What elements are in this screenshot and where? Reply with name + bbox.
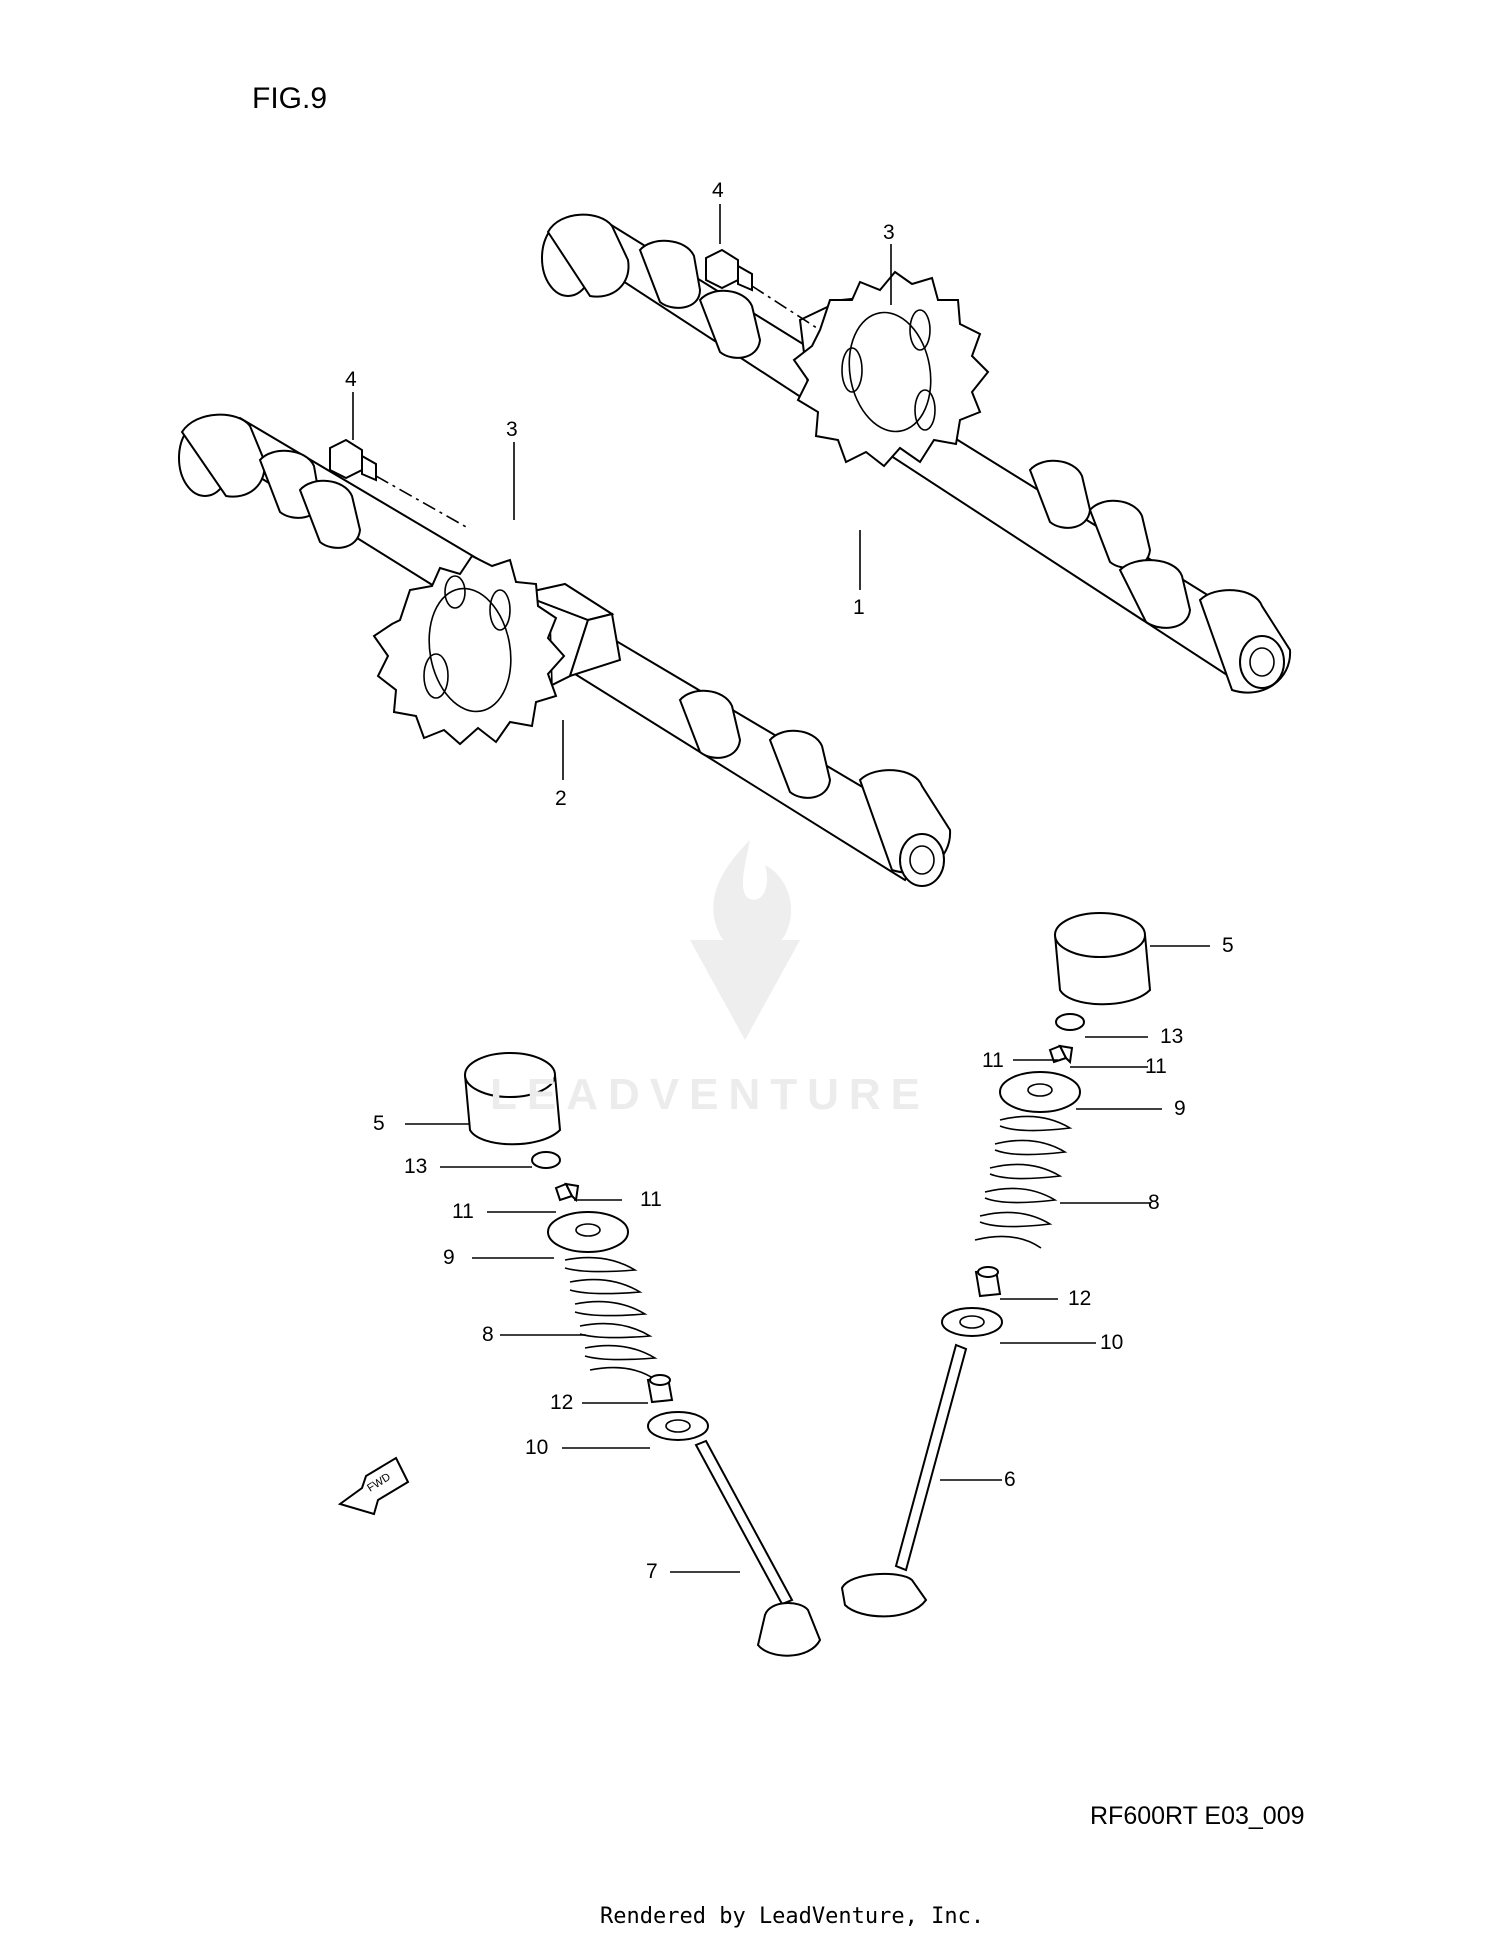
callout-4-lower: 4: [345, 368, 357, 391]
oil-seal-left[interactable]: [646, 1374, 674, 1404]
callout-9-left: 9: [443, 1246, 455, 1269]
valve-intake[interactable]: [840, 1343, 968, 1618]
sprocket-bolt-lower[interactable]: [329, 438, 469, 529]
watermark-text: LEADVENTURE: [490, 1070, 931, 1119]
valve-spring-left[interactable]: [564, 1256, 658, 1381]
render-credit: Rendered by LeadVenture, Inc.: [600, 1904, 985, 1929]
callout-11-left-a: 11: [452, 1200, 474, 1223]
callout-8-right: 8: [1148, 1191, 1160, 1214]
cotter-left[interactable]: [554, 1182, 580, 1203]
callout-3-upper: 3: [883, 221, 895, 244]
camshaft-2[interactable]: [178, 413, 952, 887]
tappet-right[interactable]: [1053, 912, 1152, 1006]
cam-sprocket-lower[interactable]: [372, 554, 566, 746]
shim-left[interactable]: [531, 1151, 561, 1169]
callout-12-right: 12: [1068, 1287, 1092, 1310]
callout-13-right: 13: [1160, 1025, 1184, 1048]
sprocket-bolt-upper[interactable]: [705, 248, 821, 331]
callout-7: 7: [646, 1560, 658, 1583]
callout-12-left: 12: [550, 1391, 574, 1414]
figure-title: FIG.9: [252, 82, 328, 115]
spring-retainer-right[interactable]: [999, 1071, 1081, 1113]
valve-spring-right[interactable]: [974, 1115, 1073, 1249]
spring-seat-left[interactable]: [647, 1411, 709, 1441]
spring-retainer-left[interactable]: [547, 1211, 629, 1253]
callout-6: 6: [1004, 1468, 1016, 1491]
callout-2: 2: [555, 787, 567, 810]
fwd-arrow-icon: FWD: [337, 1456, 410, 1516]
oil-seal-right[interactable]: [974, 1266, 1002, 1298]
watermark-logo: [690, 840, 800, 1040]
cam-sprocket-upper[interactable]: [792, 270, 990, 468]
callout-3-lower: 3: [506, 418, 518, 441]
callout-5-left: 5: [373, 1112, 385, 1135]
callout-4-upper: 4: [712, 179, 724, 202]
valve-exhaust[interactable]: [694, 1439, 822, 1657]
leader-lines: [352, 204, 1210, 1573]
spring-seat-right[interactable]: [941, 1307, 1003, 1337]
callout-13-left: 13: [404, 1155, 428, 1178]
callout-5-right: 5: [1222, 934, 1234, 957]
callout-8-left: 8: [482, 1323, 494, 1346]
callout-1: 1: [853, 596, 865, 619]
diagram-code: RF600RT E03_009: [1090, 1802, 1305, 1830]
callout-10-left: 10: [525, 1436, 549, 1459]
tappet-left[interactable]: [463, 1052, 562, 1146]
callout-11-right-a: 11: [982, 1049, 1004, 1072]
cotter-right[interactable]: [1048, 1044, 1074, 1065]
callout-11-right-b: 11: [1145, 1055, 1167, 1078]
callout-10-right: 10: [1100, 1331, 1124, 1354]
callout-11-left-b: 11: [640, 1188, 662, 1211]
shim-right[interactable]: [1055, 1013, 1085, 1031]
callout-9-right: 9: [1174, 1097, 1186, 1120]
